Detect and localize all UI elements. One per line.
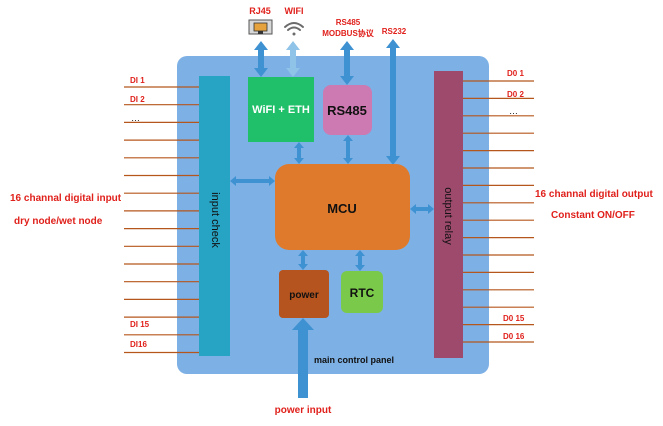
wifi-eth-block — [248, 77, 314, 142]
power-input-label: power input — [275, 405, 332, 416]
input-title-line2: dry node/wet node — [14, 216, 103, 227]
mcu-label: MCU — [327, 201, 357, 216]
wifi-eth-label: WiFI + ETH — [252, 104, 310, 116]
input-wires — [124, 86, 199, 354]
wifi-mcu-arrow — [294, 142, 304, 164]
rs485-mcu-arrow — [343, 135, 353, 164]
output-relay-bar — [434, 71, 463, 358]
power-input-arrow — [292, 318, 314, 398]
rs232-label: RS232 — [382, 27, 407, 36]
input-check-label: input check — [209, 192, 221, 248]
do2-label: D0 2 — [507, 90, 524, 99]
rs232-arrow — [386, 39, 400, 165]
rj45-arrow — [254, 41, 268, 77]
do-ellipsis: … — [509, 106, 518, 116]
do16-label: D0 16 — [503, 332, 525, 341]
wifi-arrow — [286, 41, 300, 77]
rs485-ext-arrow — [340, 41, 354, 85]
rs485-block — [323, 85, 372, 135]
output-relay-label: output relay — [442, 187, 454, 245]
di2-label: DI 2 — [130, 95, 145, 104]
mcu-power-arrow — [298, 250, 308, 270]
di1-label: DI 1 — [130, 76, 145, 85]
rs485-block-label: RS485 — [327, 103, 367, 118]
di15-label: DI 15 — [130, 320, 150, 329]
modbus-label: MODBUS协议 — [322, 28, 375, 38]
rj45-port-icon — [248, 19, 273, 35]
rtc-label: RTC — [350, 286, 375, 300]
rtc-block — [341, 271, 383, 313]
mcu-block — [275, 164, 410, 250]
wifi-label: WIFI — [285, 6, 304, 16]
power-label: power — [289, 290, 319, 301]
di-ellipsis: … — [131, 113, 140, 123]
input-mcu-arrow — [230, 176, 275, 186]
input-title-line1: 16 channal digital input — [10, 193, 122, 204]
mcu-output-arrow — [410, 204, 434, 214]
rs485-top-label: RS485 — [336, 18, 361, 27]
power-block — [279, 270, 329, 318]
di16-label: DI16 — [130, 340, 147, 349]
internal-bus-arrows — [230, 135, 434, 271]
output-title-line1: 16 channal digital output — [535, 189, 653, 200]
output-wires — [463, 80, 534, 343]
external-arrows — [254, 39, 400, 398]
wifi-icon — [284, 22, 304, 36]
do15-label: D0 15 — [503, 314, 525, 323]
input-check-bar — [199, 76, 230, 356]
panel-label: main control panel — [314, 355, 394, 365]
mcu-rtc-arrow — [355, 250, 365, 271]
do1-label: D0 1 — [507, 69, 524, 78]
rj45-label: RJ45 — [249, 6, 271, 16]
output-title-line2: Constant ON/OFF — [551, 210, 635, 221]
